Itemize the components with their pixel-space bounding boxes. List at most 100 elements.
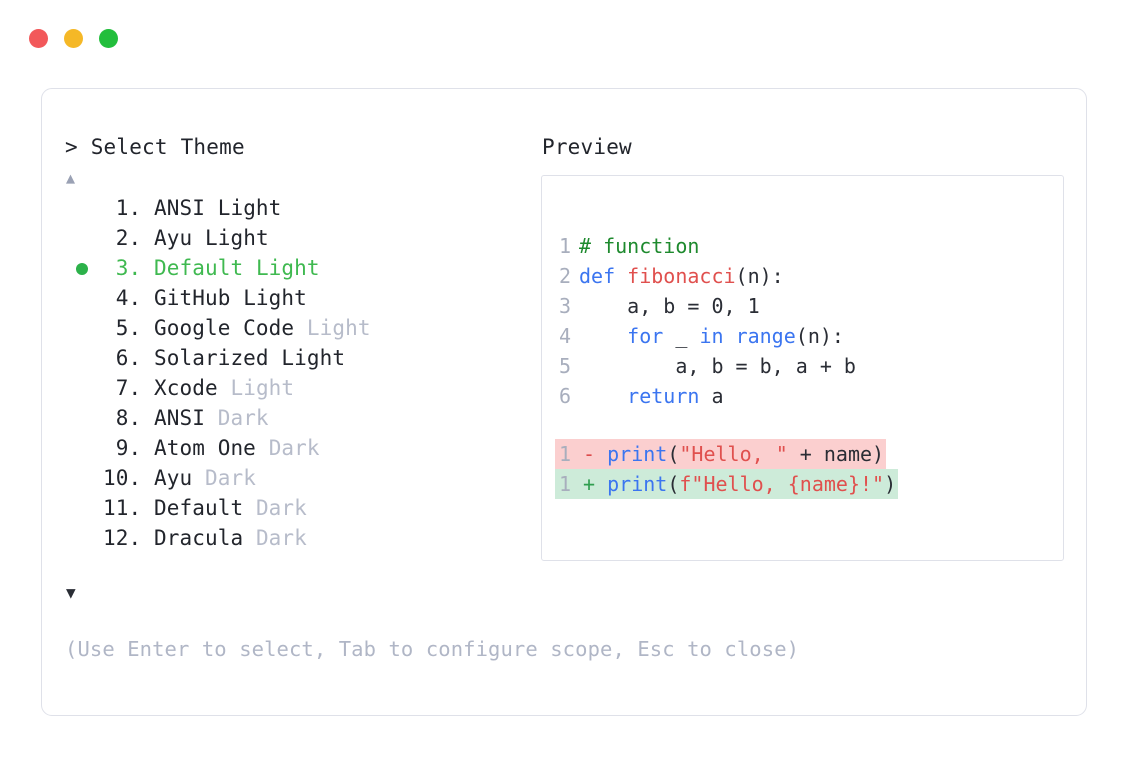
theme-item-text: 11. Default Dark [103,493,307,523]
theme-list-item[interactable]: 6. Solarized Light [65,343,535,373]
theme-item-text: 7. Xcode Light [103,373,294,403]
code-token: fibonacci [627,264,736,288]
page-title: > Select Theme [65,135,245,159]
theme-select-pane: > Select Theme ▲ 1. ANSI Light 2. Ayu Li… [65,89,799,715]
code-token: def [579,264,628,288]
code-token: print [607,472,668,496]
theme-item-number: 12. [103,526,154,550]
theme-item-name: Ayu [153,226,205,250]
selection-bullet-icon [73,523,91,553]
theme-item-variant-tag: Light [281,346,346,370]
theme-item-variant-tag: Dark [268,436,320,460]
line-number: 3 [558,294,571,318]
theme-item-name: Ayu [153,466,205,490]
page-title-label: Select Theme [90,135,245,159]
line-number: 6 [558,384,571,408]
theme-item-name: Default [153,496,256,520]
theme-item-variant-tag: Light [306,316,371,340]
theme-item-name: ANSI [153,196,218,220]
theme-picker-card: > Select Theme ▲ 1. ANSI Light 2. Ayu Li… [41,88,1087,716]
maximize-dot[interactable] [99,29,118,48]
preview-title: Preview [542,135,632,159]
code-token: ( [667,472,680,496]
theme-list-item[interactable]: 5. Google Code Light [65,313,535,343]
code-token: return [627,384,712,408]
selection-bullet-icon [73,253,91,283]
theme-list-item[interactable]: 7. Xcode Light [65,373,535,403]
code-line: 6 return a [555,381,1063,411]
code-token [579,324,627,348]
diff-line-wrapper: 1 - print("Hello, " + name) [555,439,1063,469]
theme-item-number: 1. [103,196,154,220]
theme-list-item[interactable]: 11. Default Dark [65,493,535,523]
code-token: a [711,384,724,408]
theme-item-name: ANSI [153,406,218,430]
diff-added-line: 1 + print(f"Hello, {name}!") [555,469,899,499]
theme-item-text: 2. Ayu Light [103,223,269,253]
diff-removed-line: 1 - print("Hello, " + name) [555,439,887,469]
selection-bullet-icon [73,193,91,223]
theme-list-item[interactable]: 12. Dracula Dark [65,523,535,553]
theme-item-name: Atom One [153,436,269,460]
theme-item-number: 6. [103,346,154,370]
gutter-spacer [571,381,579,411]
code-token: for [627,324,676,348]
theme-list-item[interactable]: 9. Atom One Dark [65,433,535,463]
theme-item-text: 9. Atom One Dark [103,433,320,463]
theme-item-number: 5. [103,316,154,340]
gutter-spacer [571,231,579,261]
theme-list-item[interactable]: 1. ANSI Light [65,193,535,223]
line-number: 1 [558,472,571,496]
theme-item-number: 3. [103,256,154,280]
selection-bullet-icon [73,403,91,433]
diff-marker: - [571,442,608,466]
scroll-up-icon[interactable]: ▲ [66,169,76,187]
theme-list-item[interactable]: 4. GitHub Light [65,283,535,313]
theme-item-name: Google Code [153,316,307,340]
line-number: 1 [558,442,571,466]
theme-item-number: 2. [103,226,154,250]
code-token: a, b = 0, 1 [579,294,760,318]
theme-item-variant-tag: Light [230,376,295,400]
code-token: _ [675,324,700,348]
code-line: 5 a, b = b, a + b [555,351,1063,381]
theme-item-text: 10. Ayu Dark [103,463,256,493]
gutter-spacer [571,291,579,321]
selection-bullet-icon [73,463,91,493]
close-dot[interactable] [29,29,48,48]
theme-list-item[interactable]: 8. ANSI Dark [65,403,535,433]
line-number: 4 [558,324,571,348]
theme-item-variant-tag: Dark [204,466,256,490]
line-number: 1 [558,234,571,258]
theme-item-variant-tag: Light [204,226,269,250]
selection-bullet-icon [73,283,91,313]
gutter-spacer [571,321,579,351]
theme-list-item[interactable]: 3. Default Light [65,253,535,283]
minimize-dot[interactable] [64,29,83,48]
scroll-down-icon[interactable]: ▼ [66,583,76,602]
theme-item-text: 4. GitHub Light [103,283,307,313]
code-line: 4 for _ in range(n): [555,321,1063,351]
theme-item-variant-tag: Light [217,196,282,220]
diff-line-wrapper: 1 + print(f"Hello, {name}!") [555,469,1063,499]
selection-bullet-icon [73,493,91,523]
selection-bullet-icon [73,433,91,463]
selection-bullet-icon [73,313,91,343]
theme-list-item[interactable]: 10. Ayu Dark [65,463,535,493]
theme-item-name: Xcode [153,376,231,400]
code-token [579,384,627,408]
theme-list-item[interactable]: 2. Ayu Light [65,223,535,253]
code-token: # function [579,234,700,258]
code-token: ) [884,472,897,496]
code-token: (n): [795,324,844,348]
theme-item-name: Solarized [153,346,282,370]
theme-item-text: 6. Solarized Light [103,343,345,373]
theme-item-name: GitHub [153,286,244,310]
code-spacer [555,411,1063,439]
theme-item-number: 7. [103,376,154,400]
keyboard-hint: (Use Enter to select, Tab to configure s… [65,637,800,661]
prompt-caret-icon: > [65,135,91,159]
code-token: (n): [735,264,784,288]
